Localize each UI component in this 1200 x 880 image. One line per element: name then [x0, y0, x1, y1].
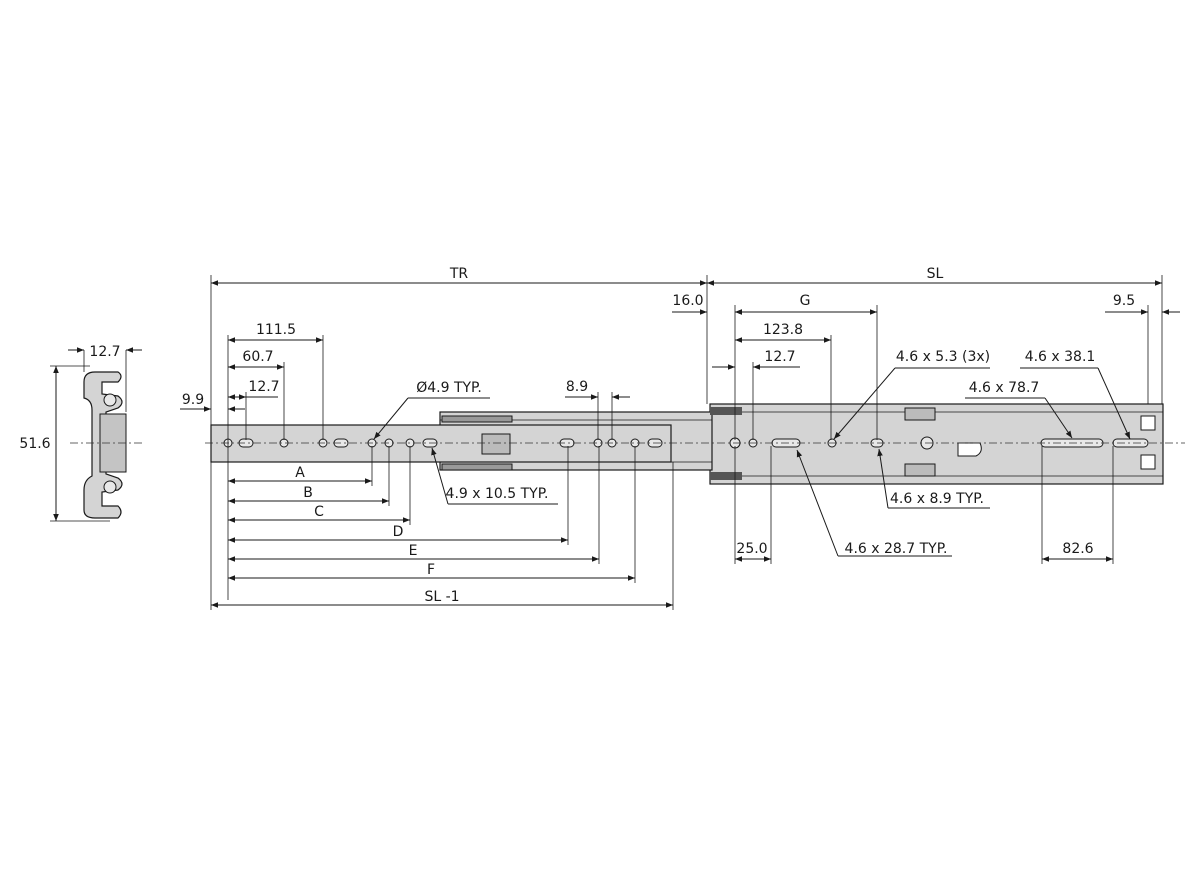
hole-3x-label: 4.6 x 5.3 (3x) [896, 349, 990, 365]
dim-60-7: 60.7 [242, 349, 273, 365]
end-view-height-label: 51.6 [19, 436, 50, 452]
dim-c: C [314, 504, 324, 520]
dim-f: F [427, 562, 435, 578]
dim-111-5: 111.5 [256, 322, 296, 338]
top-right-dim-lines [672, 305, 1180, 440]
tr-label: TR [449, 266, 469, 282]
slot-78-label: 4.6 x 78.7 [969, 380, 1040, 396]
slide-rail [205, 403, 1185, 485]
slot-38-label: 4.6 x 38.1 [1025, 349, 1096, 365]
dim-25-0: 25.0 [736, 541, 767, 557]
bottom-left-dim-lines [211, 446, 674, 610]
dim-9-9: 9.9 [182, 392, 204, 408]
dim-16-0: 16.0 [672, 293, 703, 309]
dim-d: D [393, 524, 404, 540]
bottom-right-dim-lines [734, 446, 1114, 564]
dim-12-7-left: 12.7 [248, 379, 279, 395]
hole-dia-label: Ø4.9 TYP. [416, 380, 482, 396]
dim-sl-1: SL -1 [424, 589, 459, 605]
slot-28-7-label: 4.6 x 28.7 TYP. [845, 541, 948, 557]
end-view-width-label: 12.7 [89, 344, 120, 360]
dim-9-5: 9.5 [1113, 293, 1135, 309]
dim-123-8: 123.8 [763, 322, 803, 338]
top-left-dim-lines [180, 335, 630, 600]
overall-dimensions [210, 275, 1163, 610]
end-view-profile [50, 347, 145, 522]
dim-e: E [409, 543, 418, 559]
dim-8-9: 8.9 [566, 379, 588, 395]
dim-12-7-right: 12.7 [764, 349, 795, 365]
dim-a: A [295, 465, 305, 481]
slot-label-left: 4.9 x 10.5 TYP. [446, 486, 549, 502]
dim-82-6: 82.6 [1062, 541, 1093, 557]
dim-g: G [800, 293, 811, 309]
dim-b: B [303, 485, 313, 501]
sl-label: SL [927, 266, 944, 282]
slot-8-9-label: 4.6 x 8.9 TYP. [890, 491, 984, 507]
